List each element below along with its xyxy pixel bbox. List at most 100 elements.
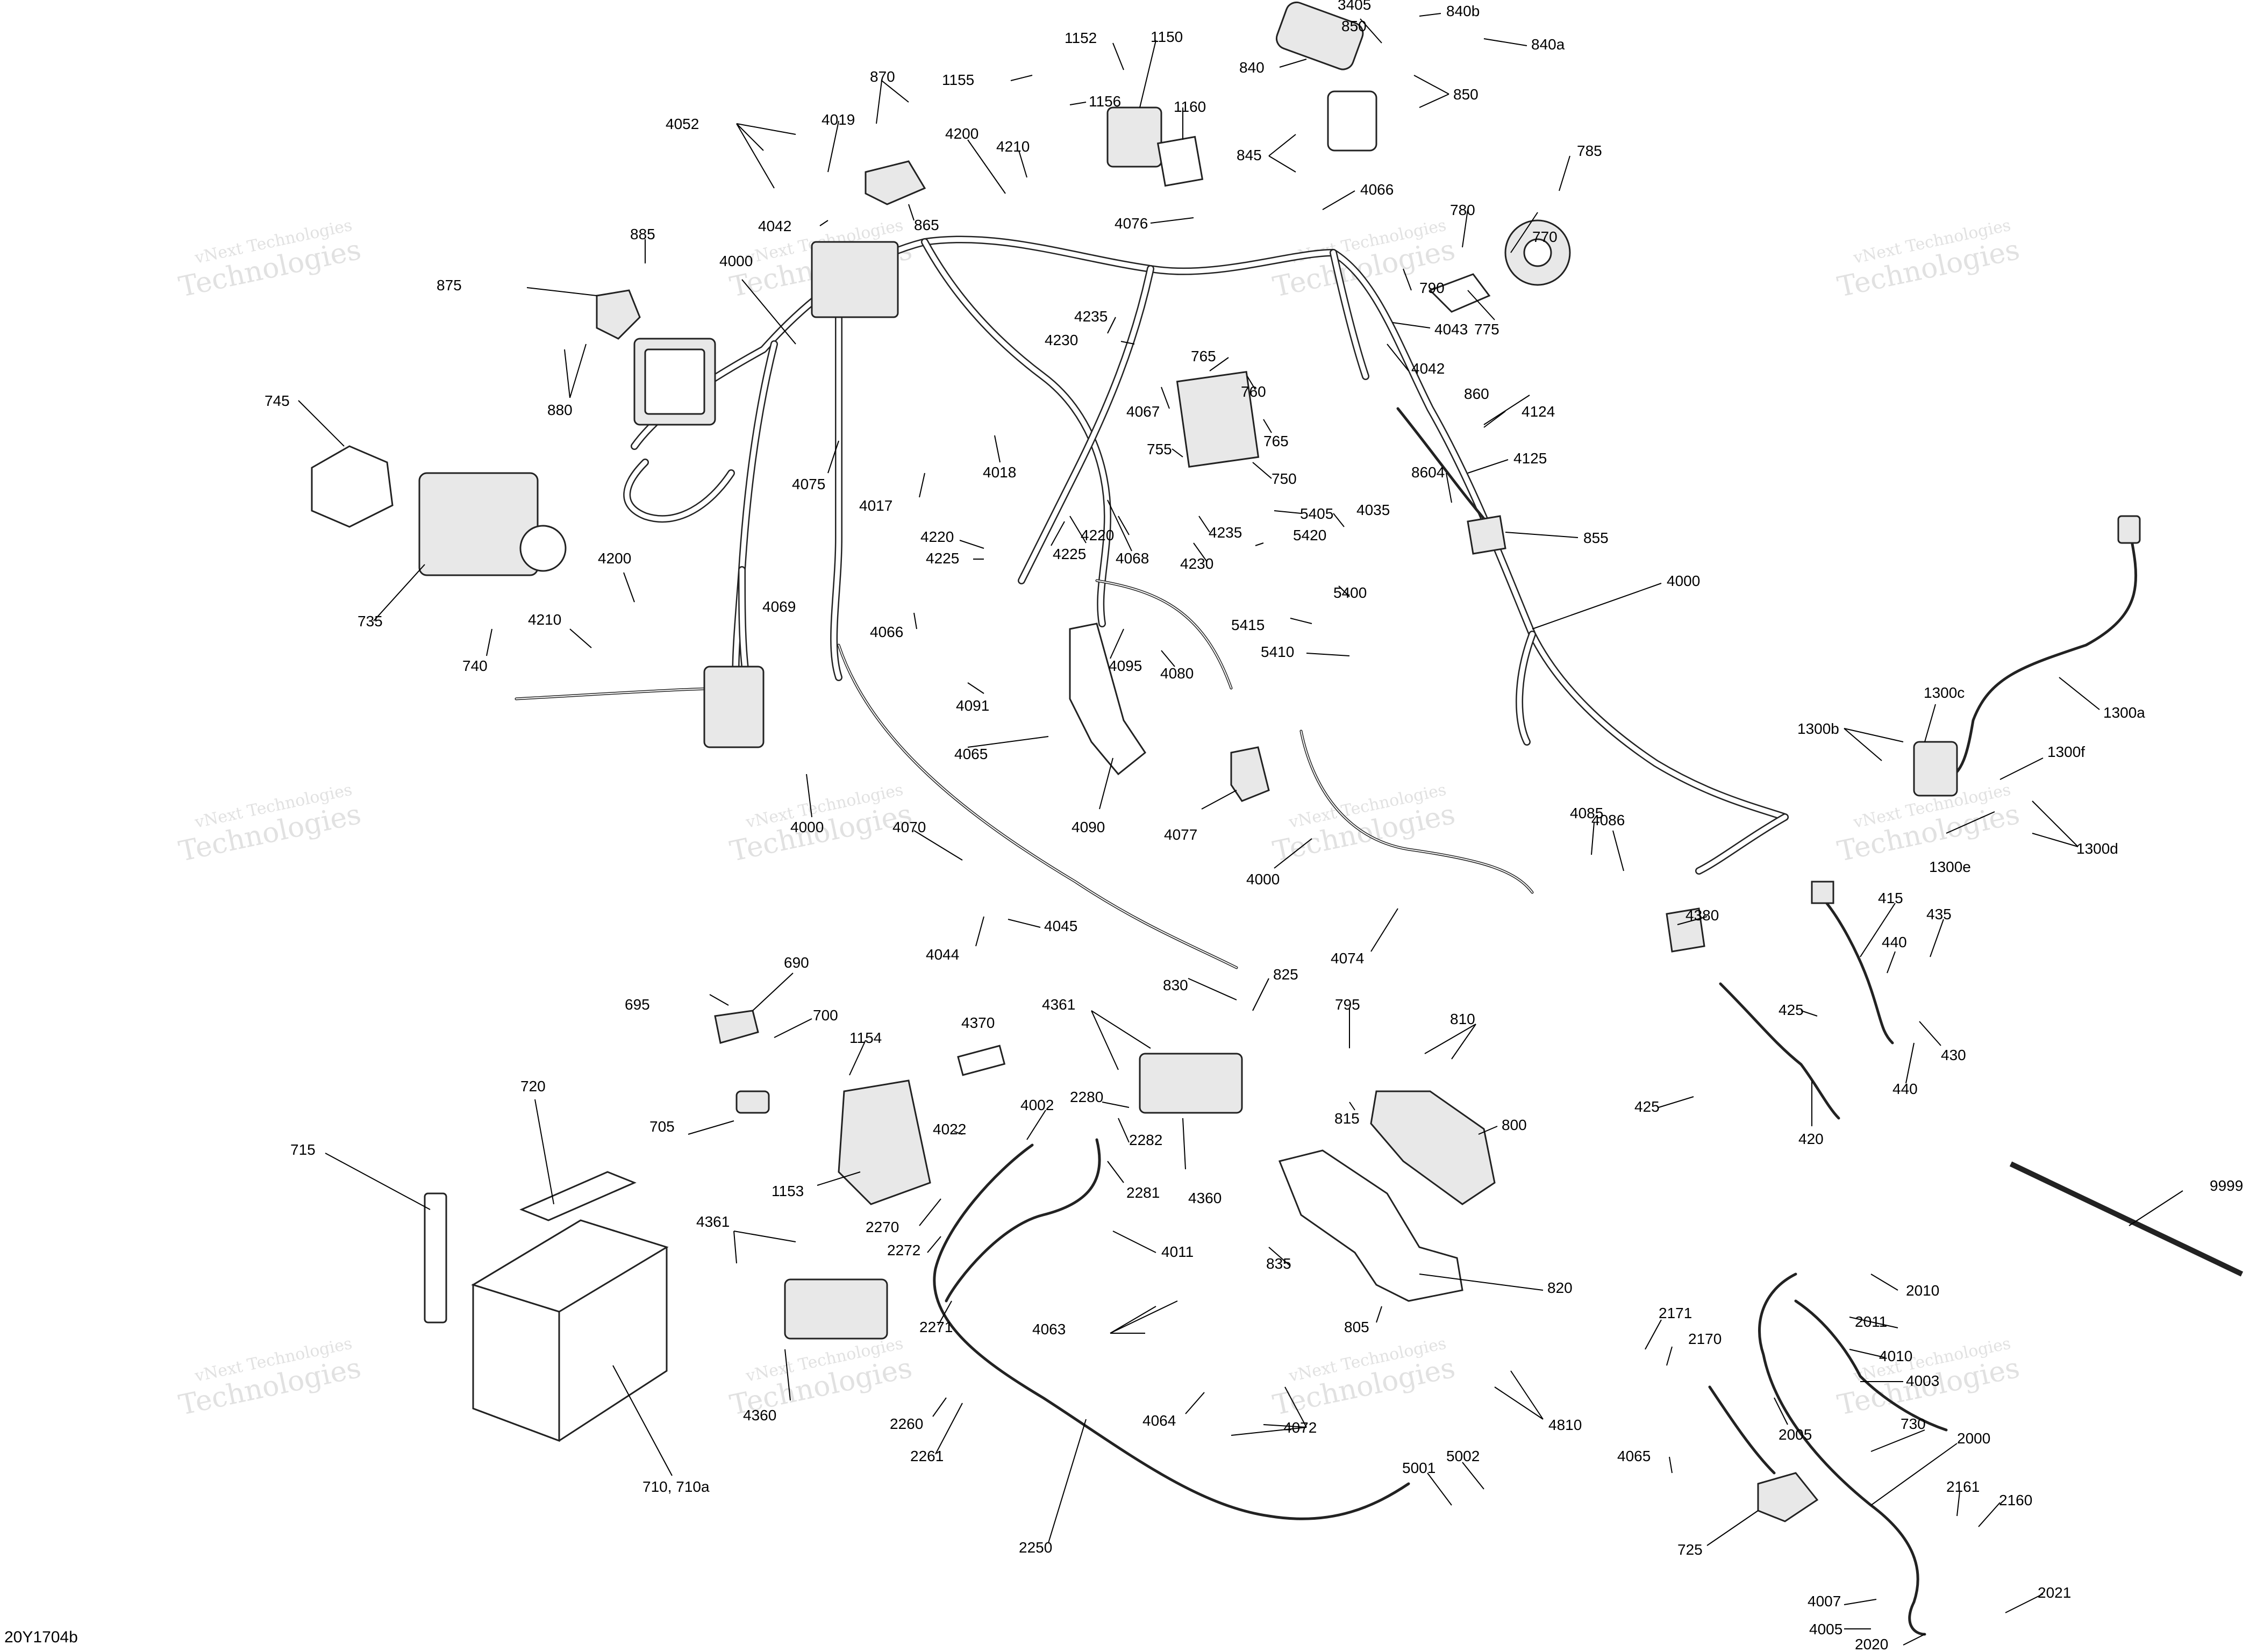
part-label: 4080 [1160,665,1194,682]
sub-harness-connector [1467,515,1506,555]
pad [1156,135,1204,187]
part-label: 860 [1464,385,1489,402]
part-label: 420 [1798,1131,1824,1147]
part-label: 2280 [1070,1089,1103,1105]
ground-cable [1758,1272,1926,1636]
part-label: 5415 [1231,617,1265,633]
sensor-module [1913,741,1958,797]
part-label: 4210 [528,611,561,628]
solenoid [1757,1472,1819,1522]
part-label: 850 [1453,86,1479,103]
ground-cable [1794,1299,1948,1432]
label-sticker [957,1045,1006,1076]
sensor-cable [1945,525,2138,781]
part-label: 765 [1263,433,1289,449]
part-label: 5420 [1293,527,1326,543]
part-label: 2000 [1957,1430,1990,1447]
part-label: 435 [1926,906,1952,922]
part-label: 750 [1272,470,1297,487]
part-label: 4235 [1074,308,1108,325]
part-label: 4810 [1548,1417,1582,1433]
part-label: 9999 [2210,1177,2243,1194]
part-label: 775 [1474,321,1499,338]
part-label: 4069 [762,598,796,615]
part-label: 705 [649,1118,675,1135]
part-label: 700 [813,1007,838,1024]
mounting-plate [1278,1149,1463,1302]
part-label: 5400 [1333,584,1367,601]
part-label: 735 [358,613,383,630]
battery-cable [933,1143,1410,1520]
part-label: 4361 [1042,996,1075,1013]
abs-module [418,472,539,576]
part-label: 4072 [1283,1419,1317,1436]
part-label: 810 [1450,1011,1475,1027]
part-label: 4010 [1879,1348,1912,1364]
part-label: 4225 [926,550,959,567]
part-labels: 3405 850 840b 840a 840 850 845 1152 1150… [265,0,2243,1652]
part-label: 795 [1335,996,1360,1013]
cap [735,1090,770,1114]
part-label: 710, 710a [642,1478,710,1495]
part-label: 695 [625,996,650,1013]
part-label: 4043 [1434,321,1468,338]
part-label: 1300b [1797,720,1839,737]
part-label: 865 [914,217,939,233]
part-label: 4091 [956,697,989,714]
cable [1719,982,1840,1120]
components [311,1,2244,1636]
bracket [311,445,394,528]
part-label: 880 [547,402,573,418]
part-label: 2170 [1688,1331,1722,1347]
relay [865,160,926,205]
part-label: 1150 [1151,28,1183,45]
module [838,1079,931,1205]
part-label: 715 [290,1141,316,1158]
part-label: 4065 [1617,1448,1651,1464]
part-label: 760 [1241,383,1266,400]
part-label: 805 [1344,1319,1369,1335]
part-label: 4095 [1109,657,1142,674]
part-label: 4230 [1045,332,1078,348]
part-label: 745 [265,392,290,409]
part-label: 2271 [919,1319,953,1335]
part-label: 5002 [1446,1448,1480,1464]
part-label: 4066 [1360,181,1394,198]
connector [1666,907,1705,953]
part-label: 4086 [1591,812,1625,828]
part-label: 4076 [1115,215,1148,232]
part-label: 4210 [996,138,1030,155]
part-label: 740 [462,657,488,674]
part-label: 4035 [1356,502,1390,518]
part-label: 4045 [1044,918,1077,934]
reference-bar [2009,1161,2244,1277]
connector [1811,881,1834,904]
part-label: 1300d [2076,840,2118,857]
ecu-connector [644,348,705,415]
part-label: 2270 [866,1219,899,1235]
part-label: 4065 [954,746,988,762]
part-label: 4370 [961,1014,995,1031]
part-label: 4042 [1411,360,1445,377]
cable [1816,891,1894,1045]
part-label: 4070 [892,819,926,835]
part-label: 440 [1892,1081,1918,1097]
part-label: 1152 [1065,30,1097,46]
part-label: 4124 [1522,403,1555,420]
part-label: 4005 [1809,1621,1842,1637]
part-label: 4067 [1126,403,1160,420]
part-label: 4007 [1808,1593,1841,1610]
part-label: 2282 [1129,1132,1162,1148]
part-label: 4011 [1161,1243,1194,1260]
abs-pump [519,525,567,572]
part-label: 5410 [1261,643,1294,660]
actuator [1275,1,1364,70]
part-label: 4200 [598,550,631,567]
part-label: 4022 [933,1121,966,1138]
part-label: 4052 [666,116,699,132]
part-label: 2260 [890,1415,923,1432]
document-code: 20Y1704b [4,1628,78,1646]
part-label: 840a [1531,36,1565,53]
switch [1370,1090,1496,1205]
